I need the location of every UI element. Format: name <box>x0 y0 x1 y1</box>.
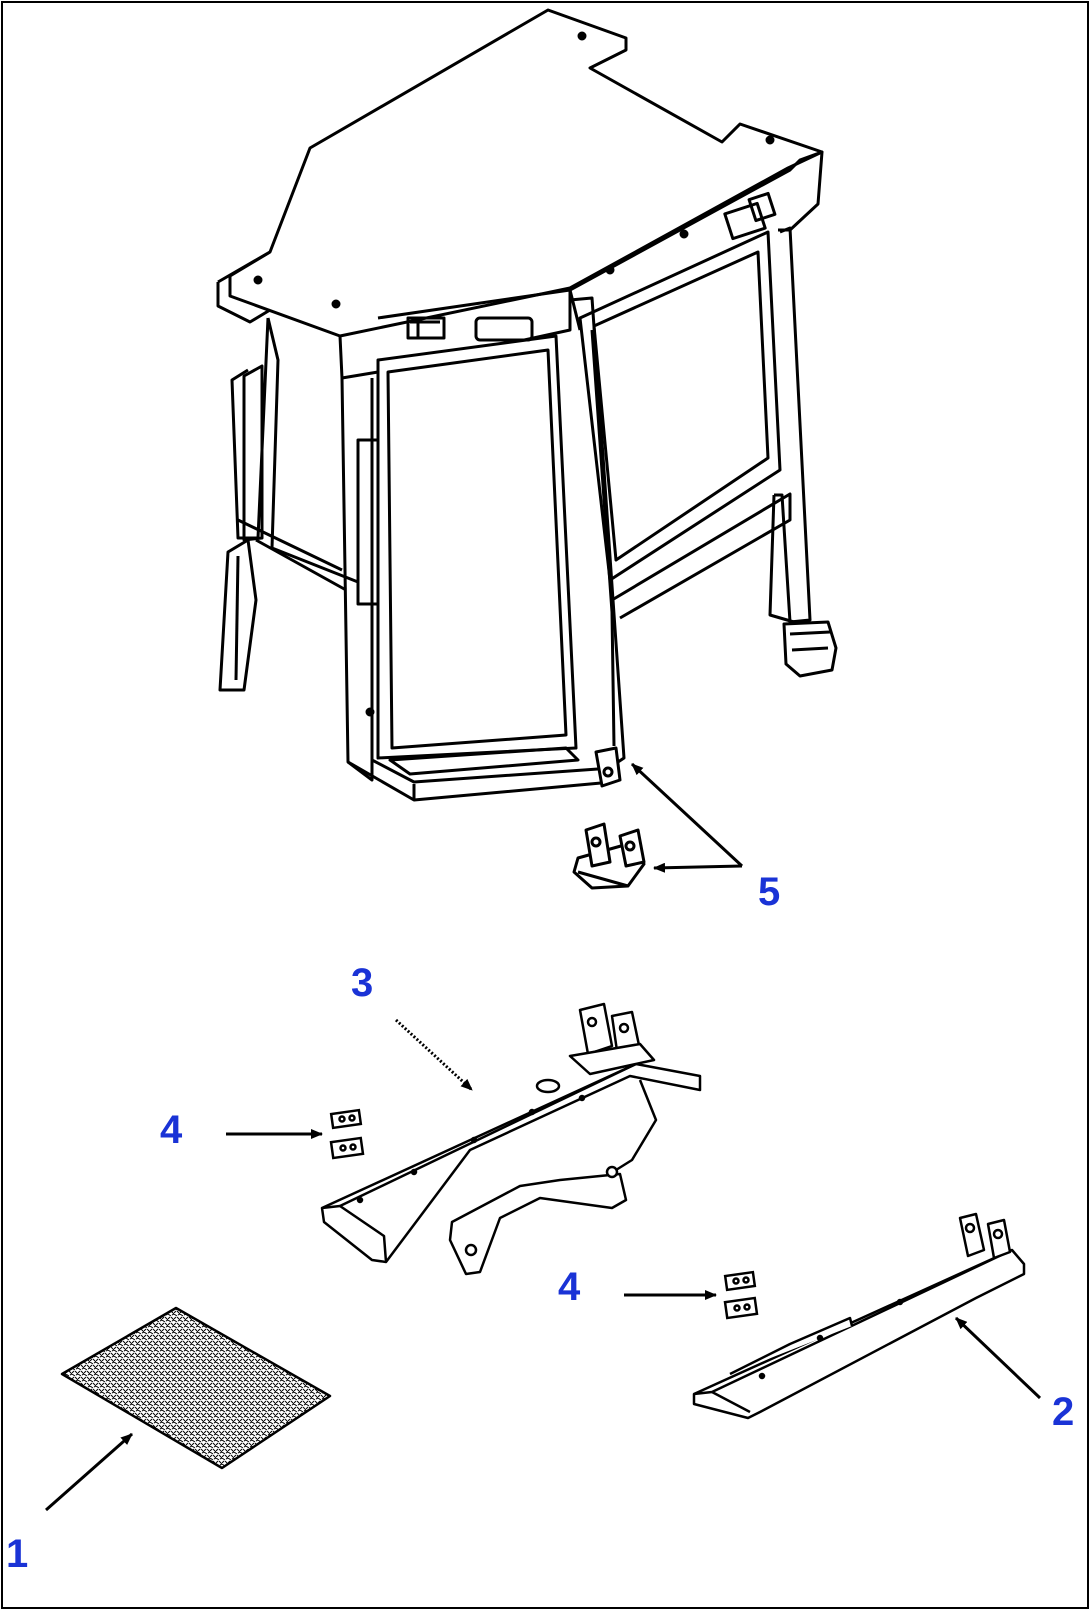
callout-4-upper: 4 <box>160 1108 183 1152</box>
callout-1: 1 <box>6 1532 29 1576</box>
cross-member-3 <box>320 1002 702 1276</box>
mount-bracket-5 <box>572 822 646 890</box>
callout-3: 3 <box>351 961 374 1005</box>
shim-plates-4-upper <box>329 1108 365 1160</box>
side-rail-2 <box>692 1212 1026 1420</box>
cab-structure <box>216 8 838 802</box>
arrow-2-to-rail <box>954 1316 1042 1400</box>
arrow-5-to-bracket <box>653 862 743 873</box>
floor-mat-1 <box>60 1306 332 1470</box>
shim-plates-4-lower <box>723 1270 759 1320</box>
arrow-3-to-cross-member <box>394 1018 474 1092</box>
callout-4-lower: 4 <box>558 1265 581 1309</box>
callout-5: 5 <box>758 870 781 914</box>
arrow-5-to-cab <box>630 762 744 868</box>
callout-2: 2 <box>1052 1390 1075 1434</box>
arrow-1-to-mat <box>45 1432 133 1512</box>
